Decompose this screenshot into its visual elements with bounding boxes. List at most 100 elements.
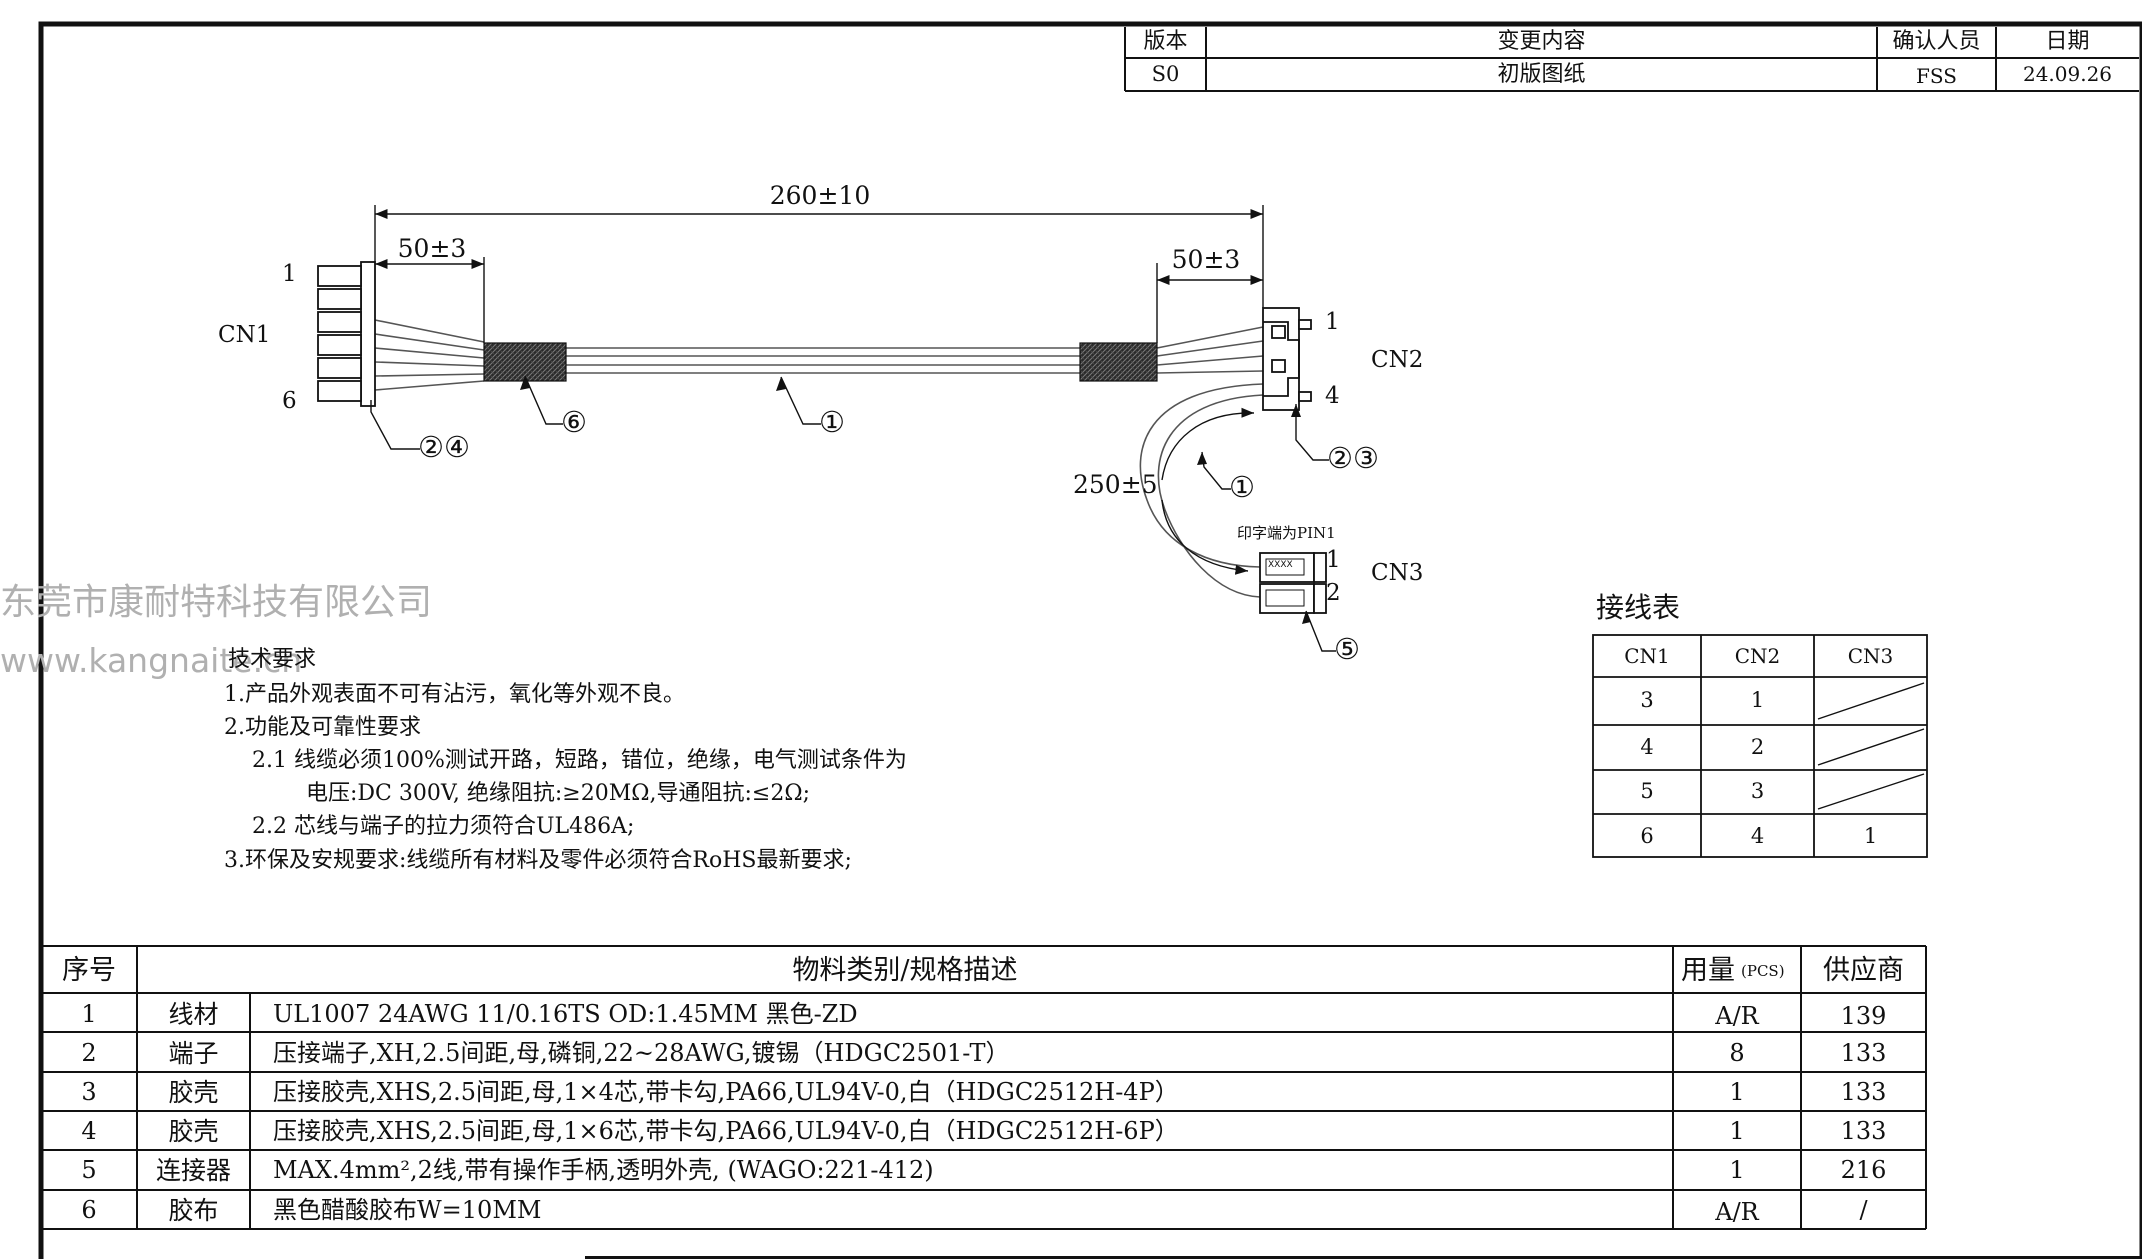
- callout-arrowheads: [520, 376, 1311, 624]
- callout-cn2-parts: ②③: [1327, 441, 1379, 475]
- wiring-cell: 4: [1750, 824, 1765, 848]
- bom-row-3-category: 胶壳: [168, 1078, 219, 1107]
- bom-header-supplier: 供应商: [1823, 955, 1904, 986]
- wiring-cell: 3: [1640, 688, 1654, 712]
- bom-header-qty: 用量: [1681, 955, 1735, 986]
- bom-header-no: 序号: [62, 955, 116, 986]
- bom-row-6-no: 6: [81, 1196, 97, 1224]
- bom-table-grid: [41, 945, 1927, 1230]
- wiring-cell: 5: [1640, 779, 1654, 803]
- wiring-cell: 1: [1863, 824, 1878, 848]
- tech-req-line-1: 1.产品外观表面不可有沾污，氧化等外观不良。: [224, 682, 685, 707]
- rev-version: S0: [1151, 62, 1180, 86]
- callout-tape: ⑥: [561, 405, 587, 439]
- cn2-housing: [1262, 307, 1312, 411]
- branch-wires: [1139, 383, 1264, 598]
- bom-row-3-no: 3: [81, 1078, 97, 1106]
- bom-row-2-no: 2: [81, 1039, 97, 1067]
- cn3-connector: [1259, 552, 1327, 614]
- bom-row-5-category: 连接器: [155, 1156, 231, 1185]
- cn1-pin-first: 1: [282, 261, 297, 287]
- revision-table-grid: [1124, 27, 2139, 92]
- bom-row-5-desc: MAX.4mm²,2线,带有操作手柄,透明外壳, (WAGO:221-412): [273, 1156, 934, 1184]
- watermark-company: 东莞市康耐特科技有限公司: [0, 582, 433, 623]
- bom-row-6-category: 胶布: [168, 1196, 219, 1225]
- dim-cn1-lead: 50±3: [397, 234, 467, 263]
- wiring-cell: 6: [1640, 824, 1654, 848]
- callout-cn3-part: ⑤: [1334, 632, 1360, 666]
- rev-confirmer: FSS: [1916, 64, 1957, 88]
- callout-cn1-parts: ②④: [418, 430, 470, 464]
- cn1-label: CN1: [218, 322, 271, 348]
- wiring-table-title: 接线表: [1596, 591, 1681, 624]
- tech-req-line-5: 2.2 芯线与端子的拉力须符合UL486A;: [252, 814, 635, 839]
- bom-row-1-no: 1: [81, 1000, 97, 1028]
- rev-content: 初版图纸: [1497, 62, 1586, 87]
- wiring-cell: 3: [1750, 779, 1765, 803]
- tape-sleeve-left: [483, 342, 567, 382]
- bom-row-4-supplier: 133: [1840, 1117, 1887, 1145]
- wiring-cell: 4: [1640, 735, 1654, 759]
- bom-row-4-qty: 1: [1729, 1117, 1745, 1145]
- rev-header-version: 版本: [1143, 29, 1188, 54]
- bom-header-qty-unit: (PCS): [1741, 962, 1785, 980]
- bom-row-3-supplier: 133: [1840, 1078, 1887, 1106]
- cn3-marking: XXXX: [1268, 560, 1293, 570]
- bom-row-1-desc: UL1007 24AWG 11/0.16TS OD:1.45MM 黑色-ZD: [273, 1000, 858, 1028]
- callout-branch-wire: ①: [1229, 470, 1255, 504]
- bom-row-5-supplier: 216: [1840, 1156, 1887, 1184]
- bom-row-4-desc: 压接胶壳,XHS,2.5间距,母,1×6芯,带卡勾,PA66,UL94V-0,白…: [273, 1117, 1179, 1145]
- wiring-cell: 2: [1750, 735, 1765, 759]
- bom-row-1-supplier: 139: [1840, 1002, 1887, 1030]
- dim-overall-length: 260±10: [769, 181, 871, 210]
- bom-row-4-no: 4: [81, 1117, 97, 1145]
- tech-req-title: 技术要求: [228, 647, 317, 672]
- bom-row-2-category: 端子: [168, 1039, 219, 1068]
- wiring-table-grid: [1592, 634, 1928, 858]
- wiring-cell: 1: [1750, 688, 1765, 712]
- tech-req-line-6: 3.环保及安规要求:线缆所有材料及零件必须符合RoHS最新要求;: [224, 848, 852, 873]
- bom-row-6-supplier: /: [1859, 1196, 1868, 1224]
- bom-row-6-qty: A/R: [1715, 1198, 1759, 1226]
- bom-row-2-supplier: 133: [1840, 1039, 1887, 1067]
- bom-header-desc: 物料类别/规格描述: [792, 955, 1018, 986]
- drawing-frame: [38, 21, 2142, 1259]
- bom-row-3-qty: 1: [1729, 1078, 1745, 1106]
- rev-date: 24.09.26: [2022, 62, 2113, 86]
- main-wire-bundle: [374, 319, 1264, 391]
- tech-req-line-4: 电压:DC 300V, 绝缘阻抗:≥20MΩ,导通阻抗:≤2Ω;: [306, 781, 810, 806]
- tape-sleeve-right: [1079, 342, 1158, 382]
- bom-row-5-no: 5: [81, 1156, 97, 1184]
- cn3-pin-first: 1: [1326, 547, 1341, 573]
- bom-row-6-desc: 黑色醋酸胶布W=10MM: [273, 1196, 542, 1224]
- bom-row-3-desc: 压接胶壳,XHS,2.5间距,母,1×4芯,带卡勾,PA66,UL94V-0,白…: [273, 1078, 1179, 1106]
- cn3-label: CN3: [1371, 560, 1424, 586]
- wiring-header-cn2: CN2: [1734, 644, 1781, 668]
- cn3-pin-last: 2: [1326, 580, 1341, 606]
- dimension-lines: [374, 205, 1264, 575]
- rev-header-confirmer: 确认人员: [1892, 29, 1981, 54]
- bom-row-1-qty: A/R: [1715, 1002, 1759, 1030]
- dim-cn2-lead: 50±3: [1171, 245, 1241, 274]
- tech-req-line-2: 2.功能及可靠性要求: [224, 715, 421, 740]
- cn1-housing: [317, 261, 376, 407]
- callout-leaders: [370, 375, 1336, 652]
- wiring-header-cn3: CN3: [1847, 644, 1894, 668]
- dim-branch-length: 250±5: [1073, 470, 1158, 499]
- watermark-website: www.kangnaite.cn: [0, 641, 303, 680]
- bom-row-1-category: 线材: [168, 1000, 219, 1029]
- cn2-pin-last: 4: [1325, 383, 1340, 409]
- bom-row-2-desc: 压接端子,XH,2.5间距,母,磷铜,22~28AWG,镀锡（HDGC2501-…: [273, 1039, 1010, 1067]
- rev-header-date: 日期: [2045, 29, 2090, 54]
- cn2-label: CN2: [1371, 347, 1424, 373]
- cn3-pin1-note: 印字端为PIN1: [1237, 524, 1336, 542]
- bom-row-2-qty: 8: [1729, 1039, 1745, 1067]
- bom-row-4-category: 胶壳: [168, 1117, 219, 1146]
- bom-row-5-qty: 1: [1729, 1156, 1745, 1184]
- cn1-pin-last: 6: [282, 388, 297, 414]
- callout-main-wire: ①: [819, 405, 845, 439]
- cn2-pin-first: 1: [1325, 309, 1340, 335]
- wiring-header-cn1: CN1: [1624, 644, 1670, 668]
- tech-req-line-3: 2.1 线缆必须100%测试开路，短路，错位，绝缘，电气测试条件为: [252, 748, 907, 773]
